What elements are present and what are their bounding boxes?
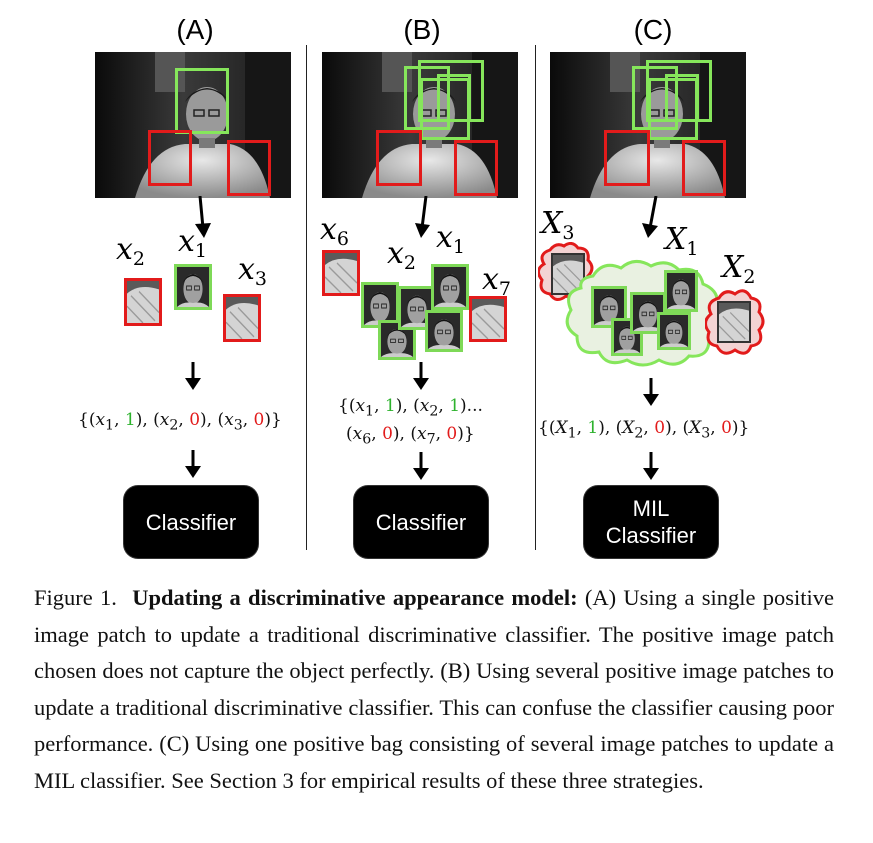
label-x6: x6 <box>320 212 350 250</box>
patch-x1 <box>431 264 469 310</box>
negative-box <box>376 130 422 186</box>
patch-x6 <box>322 250 360 296</box>
divider-right <box>535 45 536 550</box>
label-x1: x1 <box>178 224 208 262</box>
patch <box>591 286 627 328</box>
classifier-box-b: Classifier <box>354 486 488 558</box>
panel-a-title: (A) <box>176 14 214 45</box>
panel-c-title: (C) <box>633 14 673 45</box>
arrow-down-icon <box>413 362 429 390</box>
figure-label: Figure 1. <box>34 585 117 610</box>
patch <box>425 310 463 352</box>
panel-b-training-set-line2: (x6, 0), (x7, 0)} <box>346 424 475 448</box>
caption-title: Updating a discriminative appearance mod… <box>132 585 578 610</box>
patch <box>717 301 751 343</box>
positive-box <box>665 74 699 122</box>
positive-box <box>175 68 229 134</box>
label-x7: x7 <box>482 262 512 300</box>
positive-box <box>404 66 450 130</box>
classifier-box-a: Classifier <box>124 486 258 558</box>
label-x1: x1 <box>436 220 466 258</box>
label-X2: X2 <box>722 250 756 288</box>
patch-x7 <box>469 296 507 342</box>
panel-c-training-set: {(X1, 1), (X2, 0), (X3, 0)} <box>538 418 750 442</box>
negative-box <box>454 140 498 196</box>
patch <box>551 253 585 295</box>
patch-x2 <box>124 278 162 326</box>
arrow-down-icon <box>195 196 211 238</box>
patch-x3 <box>223 294 261 342</box>
arrow-down-icon <box>185 450 201 478</box>
label-x2: x2 <box>387 236 417 274</box>
positive-box <box>437 74 471 122</box>
patch-x1 <box>174 264 212 310</box>
negative-box <box>148 130 192 186</box>
arrow-down-icon <box>413 452 429 480</box>
arrow-down-icon <box>415 196 430 238</box>
arrow-down-icon <box>643 452 659 480</box>
patch <box>664 270 698 312</box>
arrow-down-icon <box>185 362 201 390</box>
panel-a-training-set: {(x1, 1), (x2, 0), (x3, 0)} <box>78 410 282 434</box>
figure-caption: Figure 1. Updating a discriminative appe… <box>34 580 834 799</box>
label-x2: x2 <box>116 232 146 270</box>
divider-left <box>306 45 307 550</box>
caption-body: (A) Using a single positive image patch … <box>34 585 834 793</box>
positive-box <box>632 66 678 130</box>
panel-b-title: (B) <box>403 14 441 45</box>
panel-c-frame-image <box>550 52 746 198</box>
negative-box <box>682 140 726 196</box>
arrow-down-icon <box>642 196 658 238</box>
arrow-down-icon <box>643 378 659 406</box>
patch <box>657 312 691 350</box>
negative-box <box>604 130 650 186</box>
negative-box <box>227 140 271 196</box>
label-x3: x3 <box>238 252 268 290</box>
panel-b-frame-image <box>322 52 518 198</box>
panel-b-training-set-line1: {(x1, 1), (x2, 1)... <box>338 396 483 420</box>
panel-a-frame-image <box>95 52 291 198</box>
patch <box>611 318 643 356</box>
label-X3: X3 <box>541 206 575 244</box>
label-X1: X1 <box>665 222 699 260</box>
patch <box>378 320 416 360</box>
